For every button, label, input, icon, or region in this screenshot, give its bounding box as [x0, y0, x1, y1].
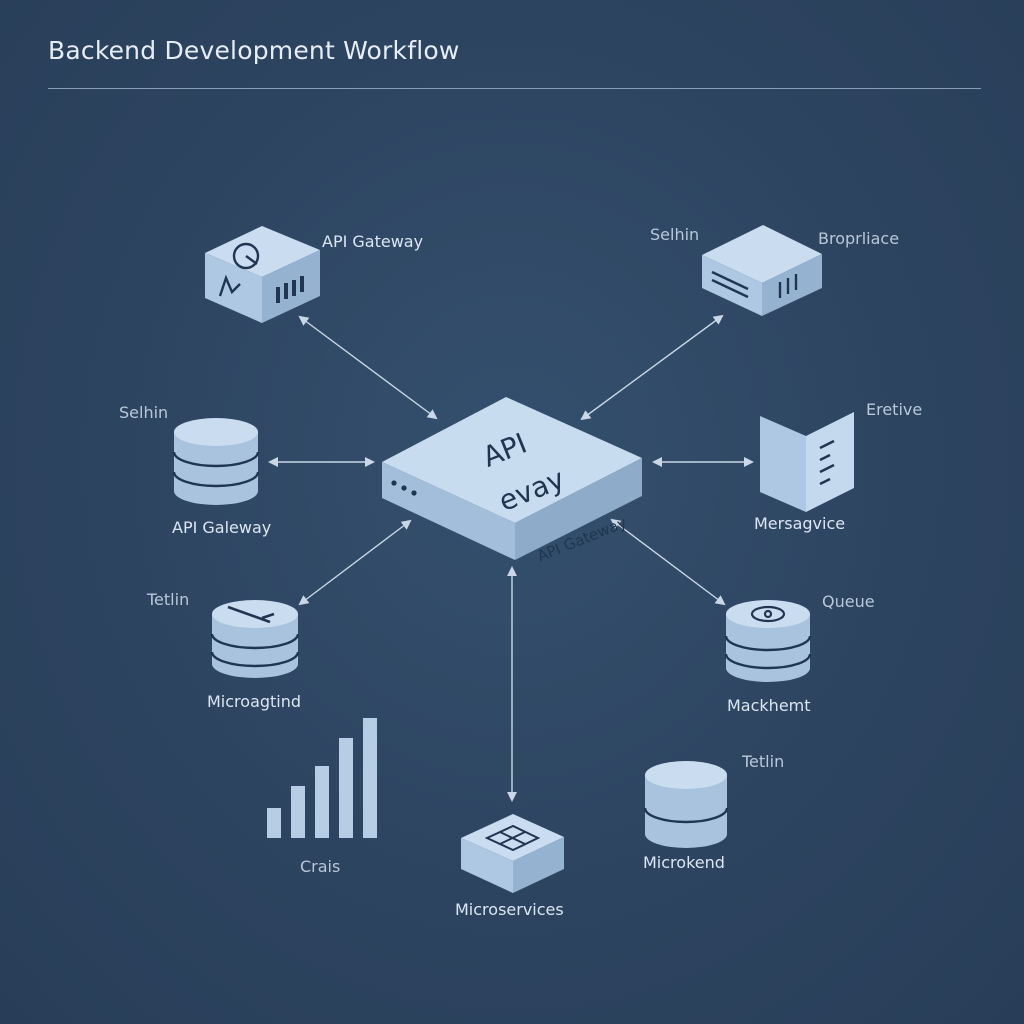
database-icon: [724, 635, 812, 670]
top-right-label-left: Selhin: [650, 225, 699, 244]
db-left-lower-label-top: Tetlin: [146, 590, 189, 609]
arrow-top-right: [580, 314, 724, 421]
title-divider: [48, 88, 981, 89]
hub-node[interactable]: API evay API Gateway: [382, 397, 642, 565]
db-left-lower-node[interactable]: Tetlin Microagtind: [146, 590, 301, 711]
chart-bar: [339, 738, 353, 838]
chart-node[interactable]: Crais: [267, 718, 377, 876]
gauge-icon: [218, 242, 260, 297]
db-left-label-top: Selhin: [119, 403, 168, 422]
db-right-lower-label-bottom: Mackhemt: [727, 696, 811, 715]
database-icon: [172, 451, 260, 488]
chart-label: Crais: [300, 857, 340, 876]
book-icon: [819, 439, 835, 486]
db-right-lower-node[interactable]: Queue Mackhemt: [724, 592, 875, 715]
db-left-lower-label-bottom: Microagtind: [207, 692, 301, 711]
book-right-node[interactable]: Eretive Mersagvice: [754, 400, 922, 533]
chart-icon: [267, 718, 377, 838]
micro-box-label: Microservices: [455, 900, 564, 919]
db-right-lower-label-top: Queue: [822, 592, 875, 611]
book-right-label-top: Eretive: [866, 400, 922, 419]
database-icon: [643, 807, 729, 824]
top-right-label-right: Broprliace: [818, 229, 899, 248]
chart-bar: [315, 766, 329, 838]
book-right-label-bottom: Mersagvice: [754, 514, 845, 533]
chart-bar: [267, 808, 281, 838]
pen-icon: [227, 605, 275, 624]
arrow-top-left: [298, 315, 438, 420]
chart-bar: [363, 718, 377, 838]
db-bottom-right-node[interactable]: Tetlin Microkend: [643, 752, 784, 872]
chart-bar: [291, 786, 305, 838]
top-left-node[interactable]: API Gateway: [205, 226, 423, 323]
top-left-label: API Gateway: [322, 232, 423, 251]
db-left-node[interactable]: Selhin API Galeway: [119, 403, 271, 537]
cube-icon: [484, 824, 541, 852]
arrow-lower-right: [610, 518, 726, 606]
connectors: [268, 314, 754, 802]
database-icon: [210, 633, 300, 668]
bars-icon: [276, 276, 304, 303]
db-bottom-right-label-bottom: Microkend: [643, 853, 725, 872]
db-left-label-bottom: API Galeway: [172, 518, 271, 537]
top-right-node[interactable]: Selhin Broprliace: [650, 225, 899, 316]
arrow-lower-left: [298, 519, 412, 606]
page-title: Backend Development Workflow: [48, 36, 460, 65]
server-icon: [711, 270, 798, 299]
micro-box-node[interactable]: Microservices: [455, 814, 564, 919]
chip-icon: [750, 605, 786, 623]
db-bottom-right-label-top: Tetlin: [741, 752, 784, 771]
